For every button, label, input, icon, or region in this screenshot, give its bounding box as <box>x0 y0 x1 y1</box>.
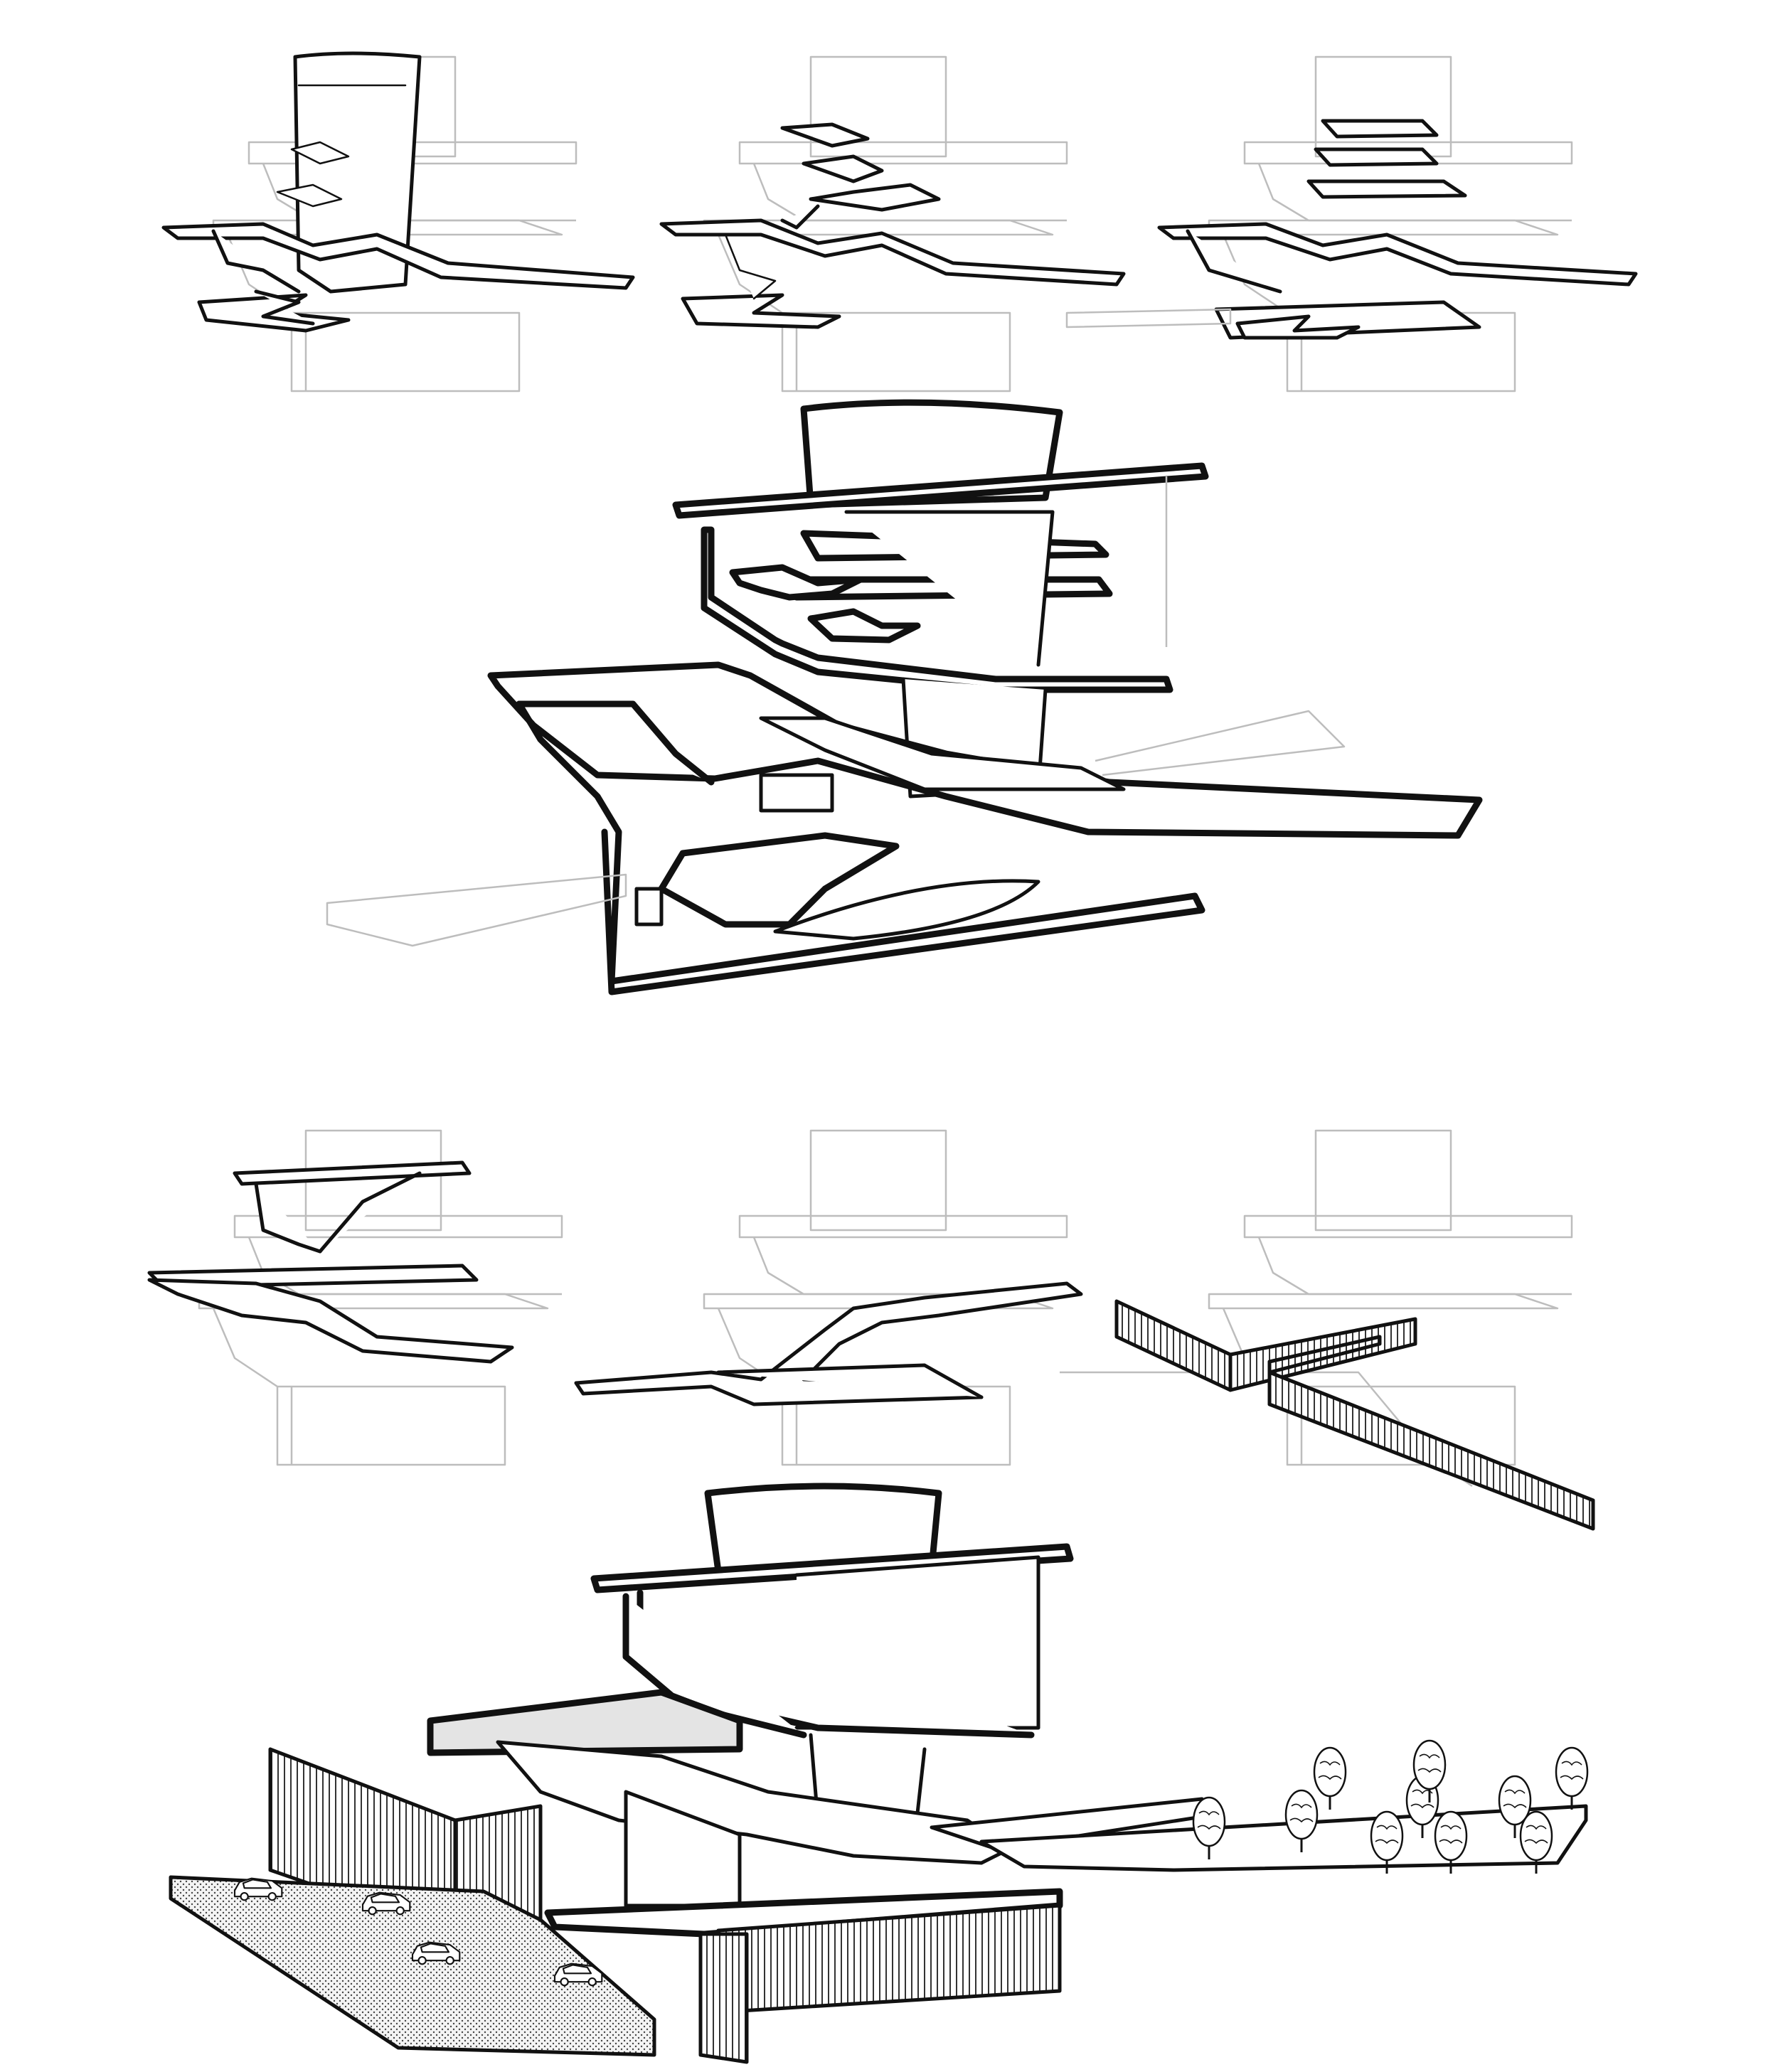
tower-core-sketch <box>161 51 635 392</box>
site-axonometric <box>169 1483 1589 2064</box>
tower-ramps-sketch <box>659 55 1126 392</box>
upper-decks-sketch <box>147 1129 563 1466</box>
tower-floors-sketch <box>1065 55 1638 392</box>
site-walls-sketch <box>1060 1129 1595 1531</box>
tree-icon <box>1555 1746 1589 1811</box>
lower-ramp-sketch <box>574 1129 1083 1466</box>
tree-icon <box>1313 1746 1347 1811</box>
full-section-axonometric <box>326 399 1483 995</box>
